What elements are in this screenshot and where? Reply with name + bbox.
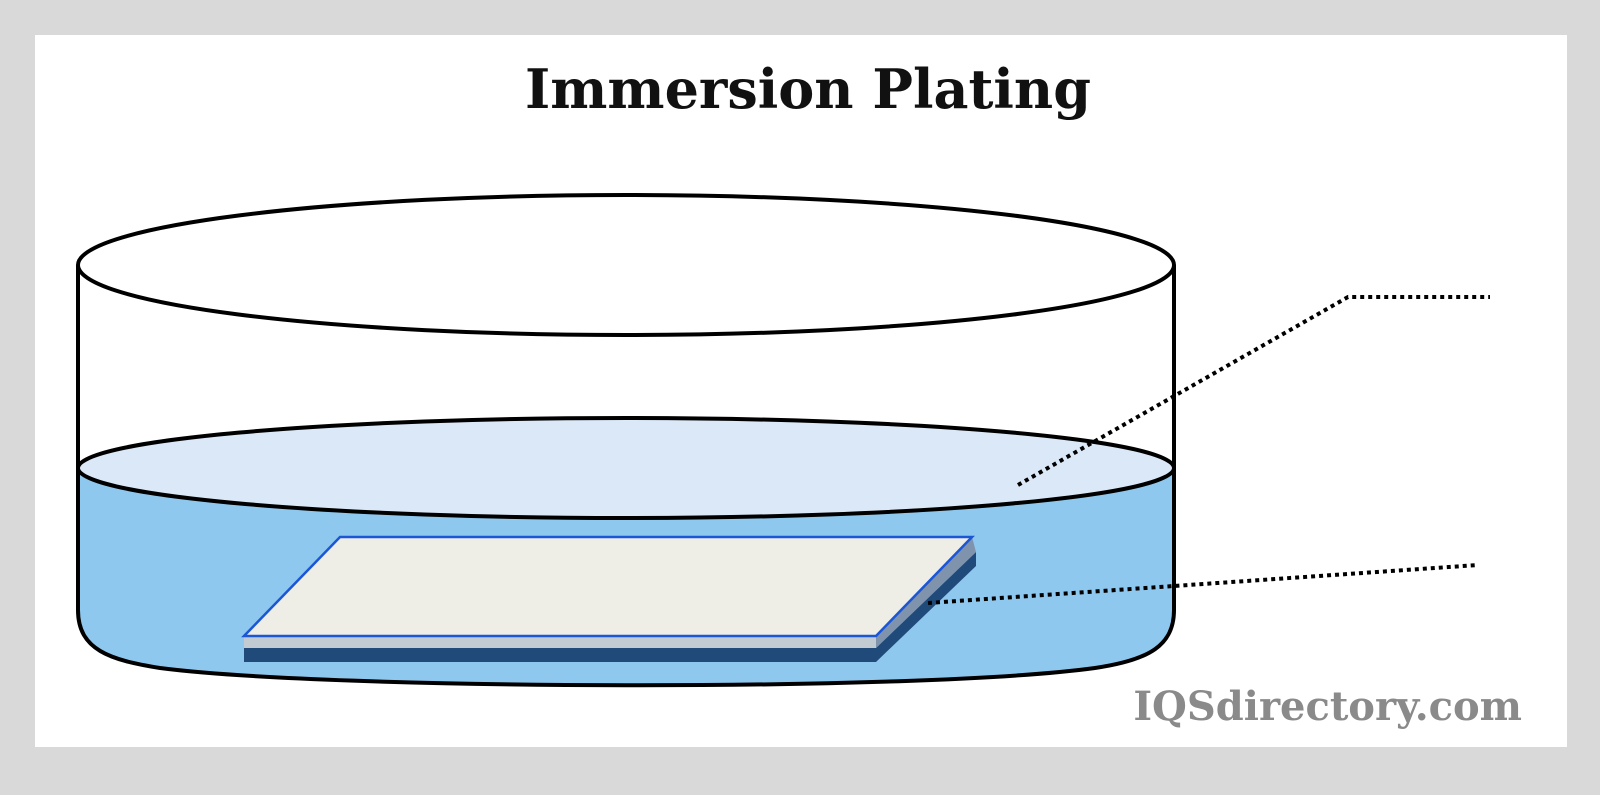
substrate-plate <box>241 535 976 662</box>
plate-leader-line <box>927 563 1479 605</box>
tank-rim <box>76 193 1176 337</box>
solution-leader-line <box>1017 295 1490 487</box>
diagram-title: Immersion Plating <box>525 57 1091 121</box>
watermark-logo: IQSdirectory.com <box>1133 683 1522 730</box>
solution-surface <box>76 416 1176 520</box>
tank-walls <box>76 265 1176 688</box>
